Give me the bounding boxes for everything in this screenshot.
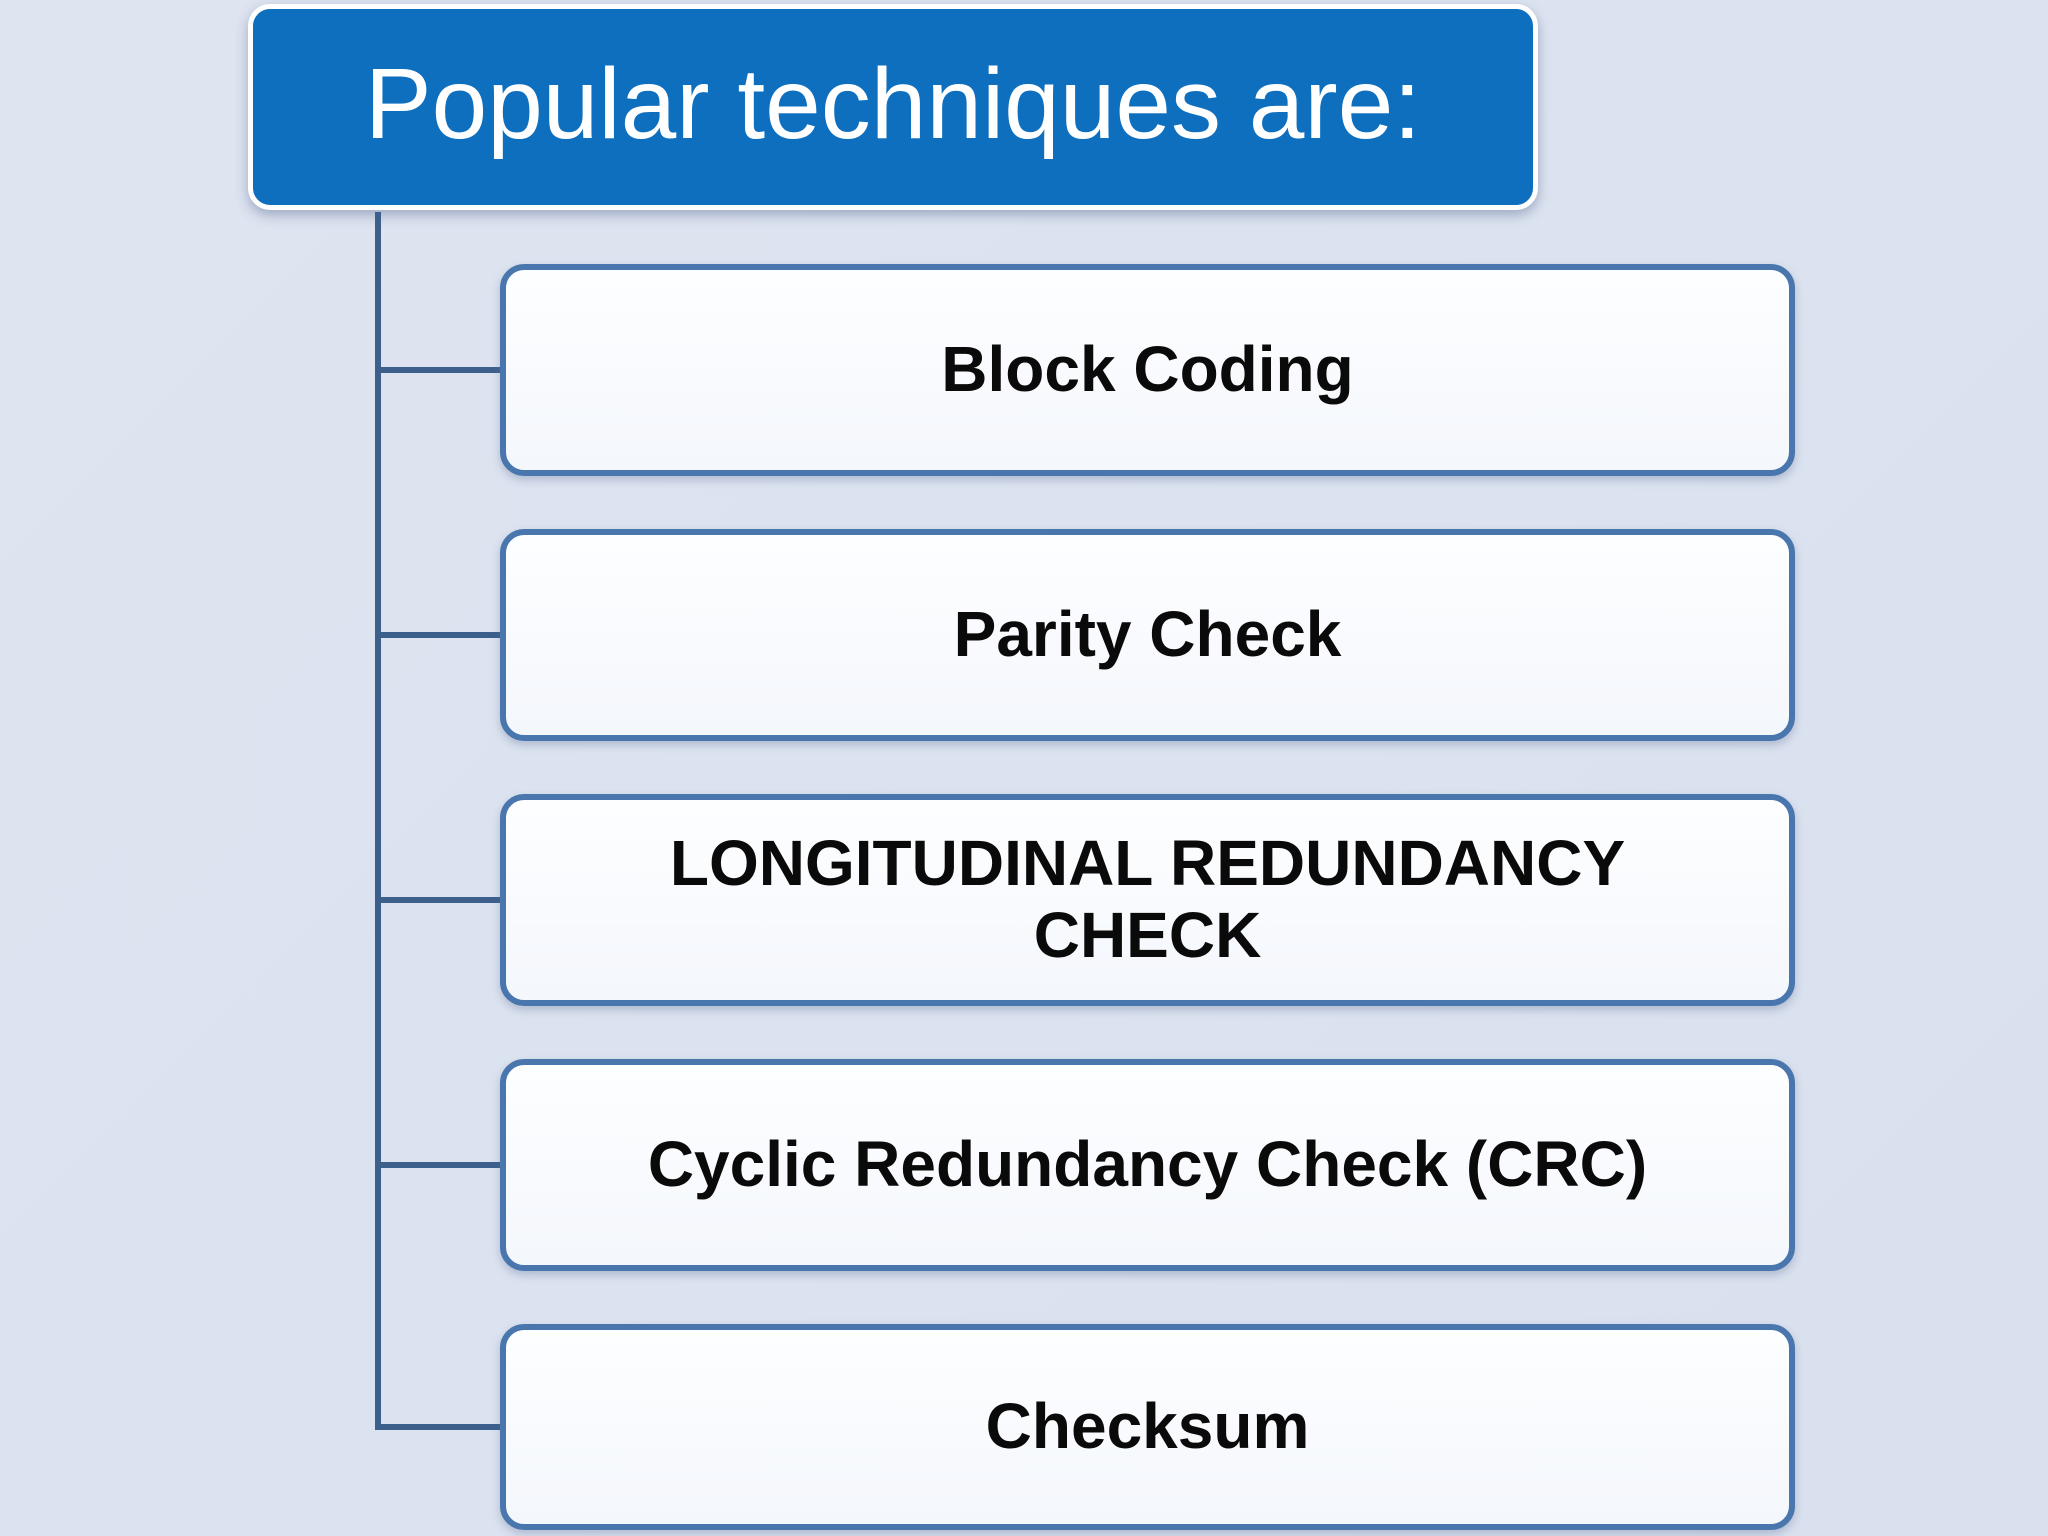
node-cyclic-redundancy-check: Cyclic Redundancy Check (CRC): [500, 1059, 1795, 1271]
connector-branch-crc: [375, 1162, 502, 1168]
node-parity-check: Parity Check: [500, 529, 1795, 741]
node-label: LONGITUDINAL REDUNDANCY CHECK: [669, 827, 1626, 971]
node-block-coding: Block Coding: [500, 264, 1795, 476]
connector-branch-parity-check: [375, 632, 502, 638]
diagram-title: Popular techniques are:: [364, 48, 1422, 160]
header-box: Popular techniques are:: [248, 4, 1538, 210]
node-label: Cyclic Redundancy Check (CRC): [647, 1128, 1648, 1201]
node-checksum: Checksum: [500, 1324, 1795, 1530]
node-label: Block Coding: [941, 333, 1354, 406]
connector-trunk: [375, 212, 381, 1430]
node-label: Checksum: [985, 1390, 1310, 1463]
connector-branch-lrc: [375, 897, 502, 903]
connector-branch-checksum: [375, 1424, 502, 1430]
connector-branch-block-coding: [375, 367, 502, 373]
node-longitudinal-redundancy-check: LONGITUDINAL REDUNDANCY CHECK: [500, 794, 1795, 1006]
node-label: Parity Check: [953, 598, 1342, 671]
